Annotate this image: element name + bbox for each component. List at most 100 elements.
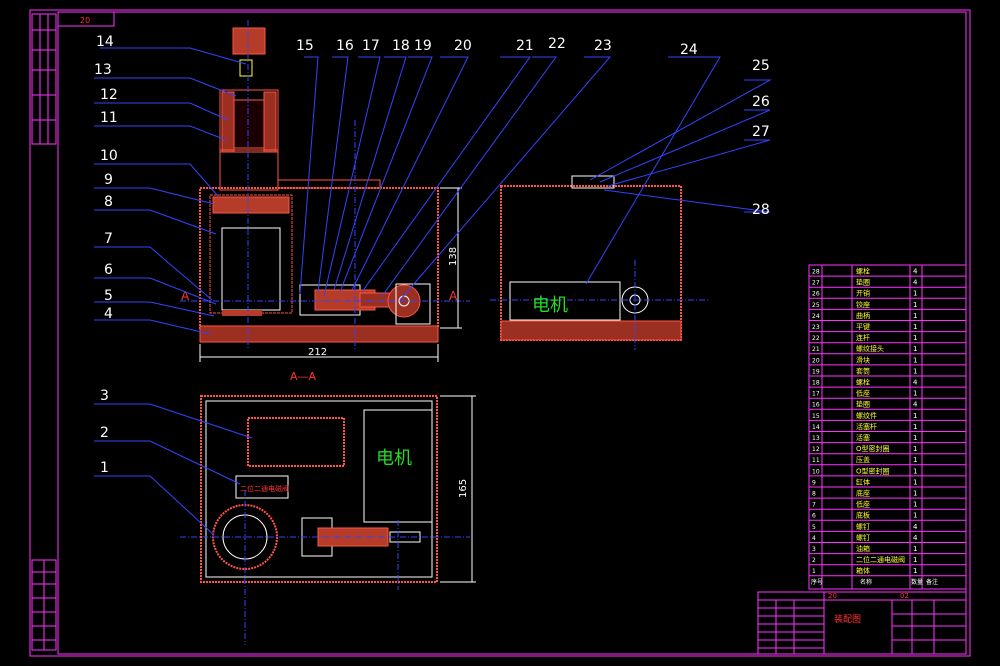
bom-name: 螺纹接头	[856, 344, 884, 353]
bom-qty: 1	[913, 456, 917, 464]
tank-outline	[247, 417, 345, 467]
dim-height-front	[440, 187, 462, 329]
valve-box	[235, 475, 289, 499]
bom-number: 6	[812, 513, 816, 520]
base-plate	[199, 325, 439, 343]
callout-4: 4	[104, 306, 113, 322]
bom-qty: 1	[913, 567, 917, 575]
bom-qty: 1	[913, 356, 917, 364]
section-view-label: A—A	[290, 370, 317, 383]
bom-number: 7	[812, 502, 816, 509]
bom-name: 二位二通电磁阀	[856, 555, 905, 564]
bom-qty: 1	[913, 312, 917, 320]
top-block	[232, 27, 266, 55]
bom-number: 24	[812, 313, 820, 320]
bom-header-cell: 名称	[860, 578, 872, 586]
bom-name: 铰座	[856, 300, 870, 309]
bom-name: 箱体	[856, 566, 870, 575]
bom-name: 连杆	[856, 333, 870, 342]
section-marker-left: A	[181, 289, 190, 303]
bom-number: 3	[812, 546, 816, 553]
callout-7: 7	[104, 231, 113, 247]
side-box	[500, 185, 682, 341]
bom-number: 1	[812, 568, 816, 575]
callout-numbers: 14 13 12 11 10 9 8 7 6 5 4 3 2 1 15 16 1…	[94, 34, 770, 476]
bom-qty: 1	[913, 334, 917, 342]
bom-name: 压盖	[856, 455, 870, 464]
outer-frame	[29, 9, 971, 657]
bom-number: 28	[812, 269, 820, 276]
bom-header-cell: 序号	[811, 578, 823, 586]
bom-name: 螺钉	[856, 533, 870, 542]
bom-name: 油箱	[856, 544, 870, 553]
rod-housing	[219, 89, 279, 153]
bom-qty: 1	[913, 301, 917, 309]
bom-name: 螺栓	[856, 378, 870, 387]
bom-number: 19	[812, 368, 820, 375]
side-base	[500, 320, 682, 341]
bom-number: 22	[812, 335, 820, 342]
bom-number: 11	[812, 457, 820, 464]
leader-lines	[94, 47, 772, 536]
bom-name: 底座	[856, 489, 870, 498]
callout-24: 24	[680, 42, 698, 58]
bom-name: 平键	[856, 322, 870, 331]
bom-name: 滑块	[856, 355, 870, 364]
callout-17: 17	[362, 38, 380, 54]
bom-qty: 4	[913, 279, 918, 287]
callout-16: 16	[336, 38, 354, 54]
title-block: 20 02 装配图	[757, 591, 967, 655]
bom-number: 14	[812, 424, 820, 431]
bom-qty: 1	[913, 434, 917, 442]
callout-26: 26	[752, 94, 770, 110]
callout-8: 8	[104, 194, 113, 210]
side-view	[490, 175, 710, 350]
bom-qty: 1	[913, 490, 917, 498]
dim-depth-top-text: 165	[458, 479, 469, 498]
side-motor	[509, 281, 621, 321]
bom-number: 2	[812, 557, 816, 564]
callout-2: 2	[100, 425, 109, 441]
corner-code: 20	[80, 16, 90, 25]
side-hinge	[571, 175, 615, 189]
bom-name: 套筒	[856, 366, 870, 375]
callout-10: 10	[100, 148, 118, 164]
bom-number: 20	[812, 357, 820, 364]
bom-number: 5	[812, 524, 816, 531]
bom-qty: 1	[913, 423, 917, 431]
callout-1: 1	[100, 460, 109, 476]
bom-qty: 1	[913, 323, 917, 331]
callout-19: 19	[414, 38, 432, 54]
bom-name: 低座	[856, 389, 870, 398]
bom-qty: 4	[913, 379, 918, 387]
bom-name: 低座	[856, 500, 870, 509]
callout-28: 28	[752, 202, 770, 218]
bom-header-cell: 备注	[926, 578, 938, 586]
bom-name: O型密封圈	[856, 444, 890, 453]
bom-name: 螺钉	[856, 522, 870, 531]
bom-border	[808, 264, 967, 590]
bom-qty: 1	[913, 467, 917, 475]
callout-27: 27	[752, 124, 770, 140]
bom-name: 螺纹件	[856, 411, 877, 420]
top-bracket	[277, 179, 381, 189]
link-rod	[359, 292, 391, 308]
housing-lower	[219, 149, 279, 191]
callout-23: 23	[594, 38, 612, 54]
bom-number: 25	[812, 302, 820, 309]
bom-qty: 1	[913, 478, 917, 486]
bom-number: 8	[812, 491, 816, 498]
callout-22: 22	[548, 36, 566, 52]
left-margin-strip-top	[31, 13, 57, 145]
bom-name: 垫圈	[856, 400, 870, 409]
bom-qty: 1	[913, 390, 917, 398]
callout-14: 14	[96, 34, 114, 50]
left-margin-strip-bottom	[31, 559, 57, 651]
bom-qty: 1	[913, 501, 917, 509]
crank-frame	[395, 283, 431, 325]
piston-chamber	[221, 227, 281, 311]
bom-qty: 1	[913, 345, 917, 353]
nut-top	[239, 59, 253, 77]
dim-width-front	[199, 344, 439, 362]
callout-21: 21	[516, 38, 534, 54]
